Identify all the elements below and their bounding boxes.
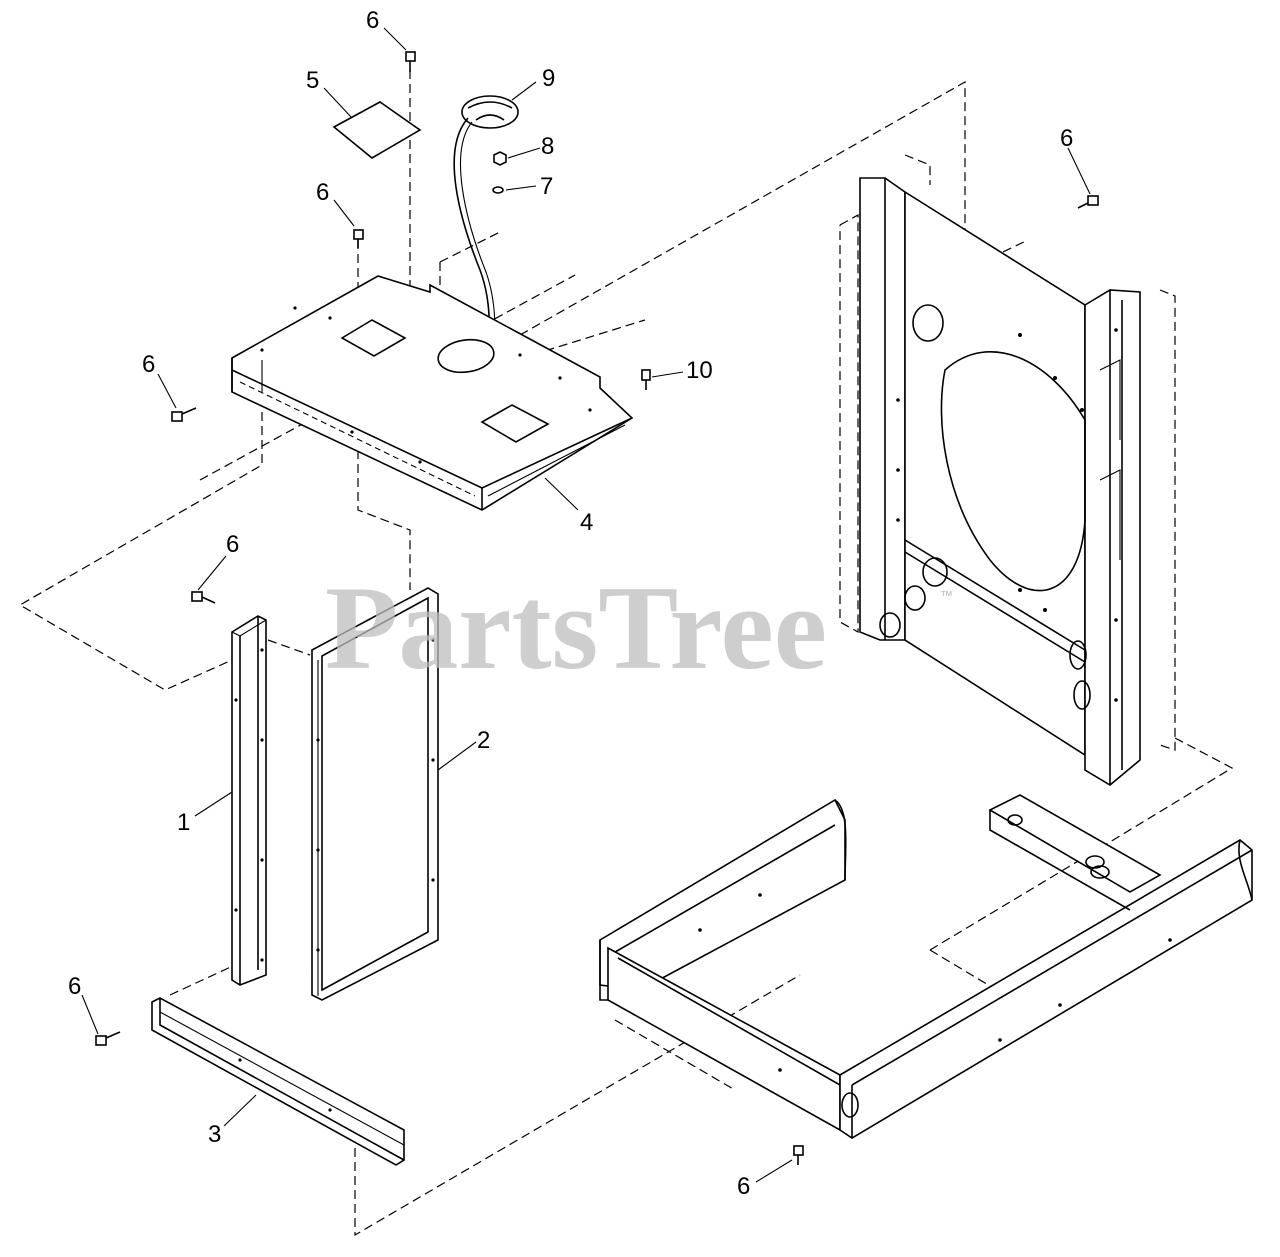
- back-panel-assembly: [839, 177, 1176, 786]
- watermark: PartsTree ™: [325, 561, 953, 694]
- part-2-frame-panel: [311, 587, 439, 1001]
- bolt-panel-left: [171, 407, 197, 422]
- callout-6-right: 6: [1060, 125, 1073, 152]
- bolt-channel: [191, 591, 216, 604]
- base-frame-assembly: [599, 794, 1253, 1139]
- bolt-right-top: [1077, 195, 1099, 209]
- part-7-washer: [492, 186, 504, 194]
- part-5-cover-plate: [332, 101, 422, 159]
- bolt-bottom: [793, 1145, 804, 1165]
- part-6-bolts: [95, 51, 1099, 1165]
- callout-6-channel: 6: [226, 531, 239, 558]
- callout-2: 2: [477, 727, 490, 754]
- callout-6-rail: 6: [68, 973, 81, 1000]
- part-3-bottom-rail: [151, 997, 405, 1166]
- callout-labels: 6 5 9 8 7 6 6 10 4 6 2 1 6 6 3 6: [68, 7, 1073, 1200]
- callout-5: 5: [306, 67, 319, 94]
- callout-7: 7: [540, 173, 553, 200]
- watermark-trademark: ™: [940, 588, 953, 603]
- callout-9: 9: [542, 65, 555, 92]
- callout-6-panel: 6: [316, 179, 329, 206]
- watermark-text: PartsTree: [325, 561, 827, 694]
- part-1-vertical-channel: [231, 615, 267, 986]
- callout-6-top: 6: [366, 7, 379, 34]
- callout-3: 3: [208, 1121, 221, 1148]
- leader-lines: [81, 27, 1091, 1183]
- callout-6-left: 6: [142, 351, 155, 378]
- part-4-top-panel: [231, 275, 634, 511]
- callout-6-bottom: 6: [737, 1173, 750, 1200]
- bolt-panel-top: [353, 229, 364, 248]
- callout-4: 4: [580, 509, 593, 536]
- callout-10: 10: [686, 357, 713, 384]
- callout-8: 8: [541, 133, 554, 160]
- bolt-top: [405, 51, 416, 72]
- part-10-screw: [641, 369, 651, 390]
- part-8-nut: [493, 151, 507, 166]
- bolt-rail: [95, 1031, 121, 1046]
- callout-1: 1: [177, 809, 190, 836]
